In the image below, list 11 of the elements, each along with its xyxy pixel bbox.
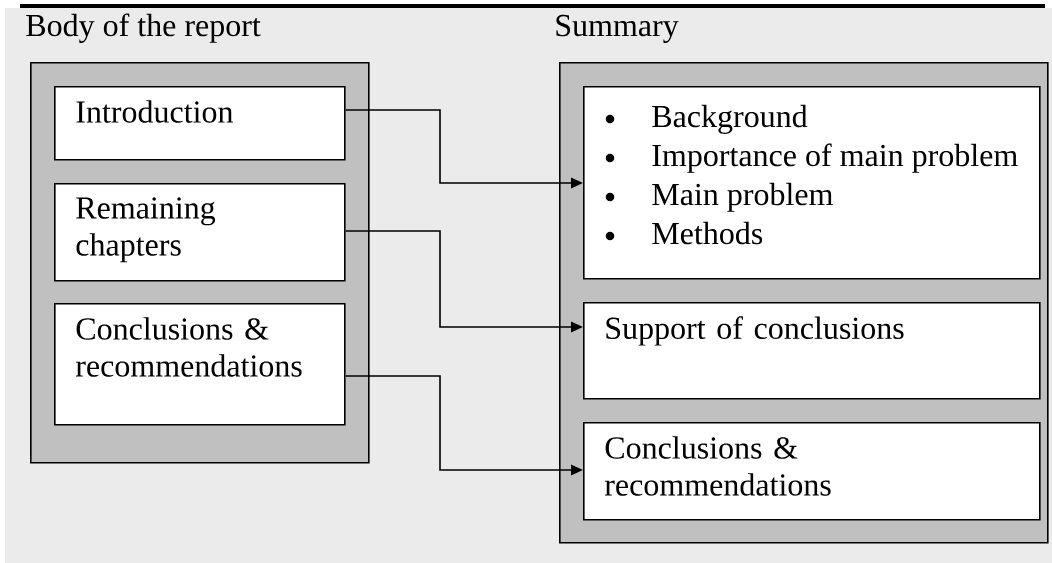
text-box: Support of conclusions bbox=[583, 302, 1041, 400]
bullet-item: Methods bbox=[605, 221, 763, 245]
text-box: Conclusions & recommendations bbox=[583, 422, 1041, 521]
text-box: Remaining chapters bbox=[54, 183, 346, 282]
bullet-item: Main problem bbox=[605, 182, 833, 212]
bullet-item: Importance of main problem bbox=[605, 143, 1018, 173]
text-box: Conclusions & recommendations bbox=[54, 303, 346, 426]
heading: Body of the report bbox=[26, 13, 261, 43]
heading: Summary bbox=[556, 14, 679, 43]
text-box: Introduction bbox=[54, 86, 346, 161]
bullet-item: Background bbox=[605, 104, 808, 134]
